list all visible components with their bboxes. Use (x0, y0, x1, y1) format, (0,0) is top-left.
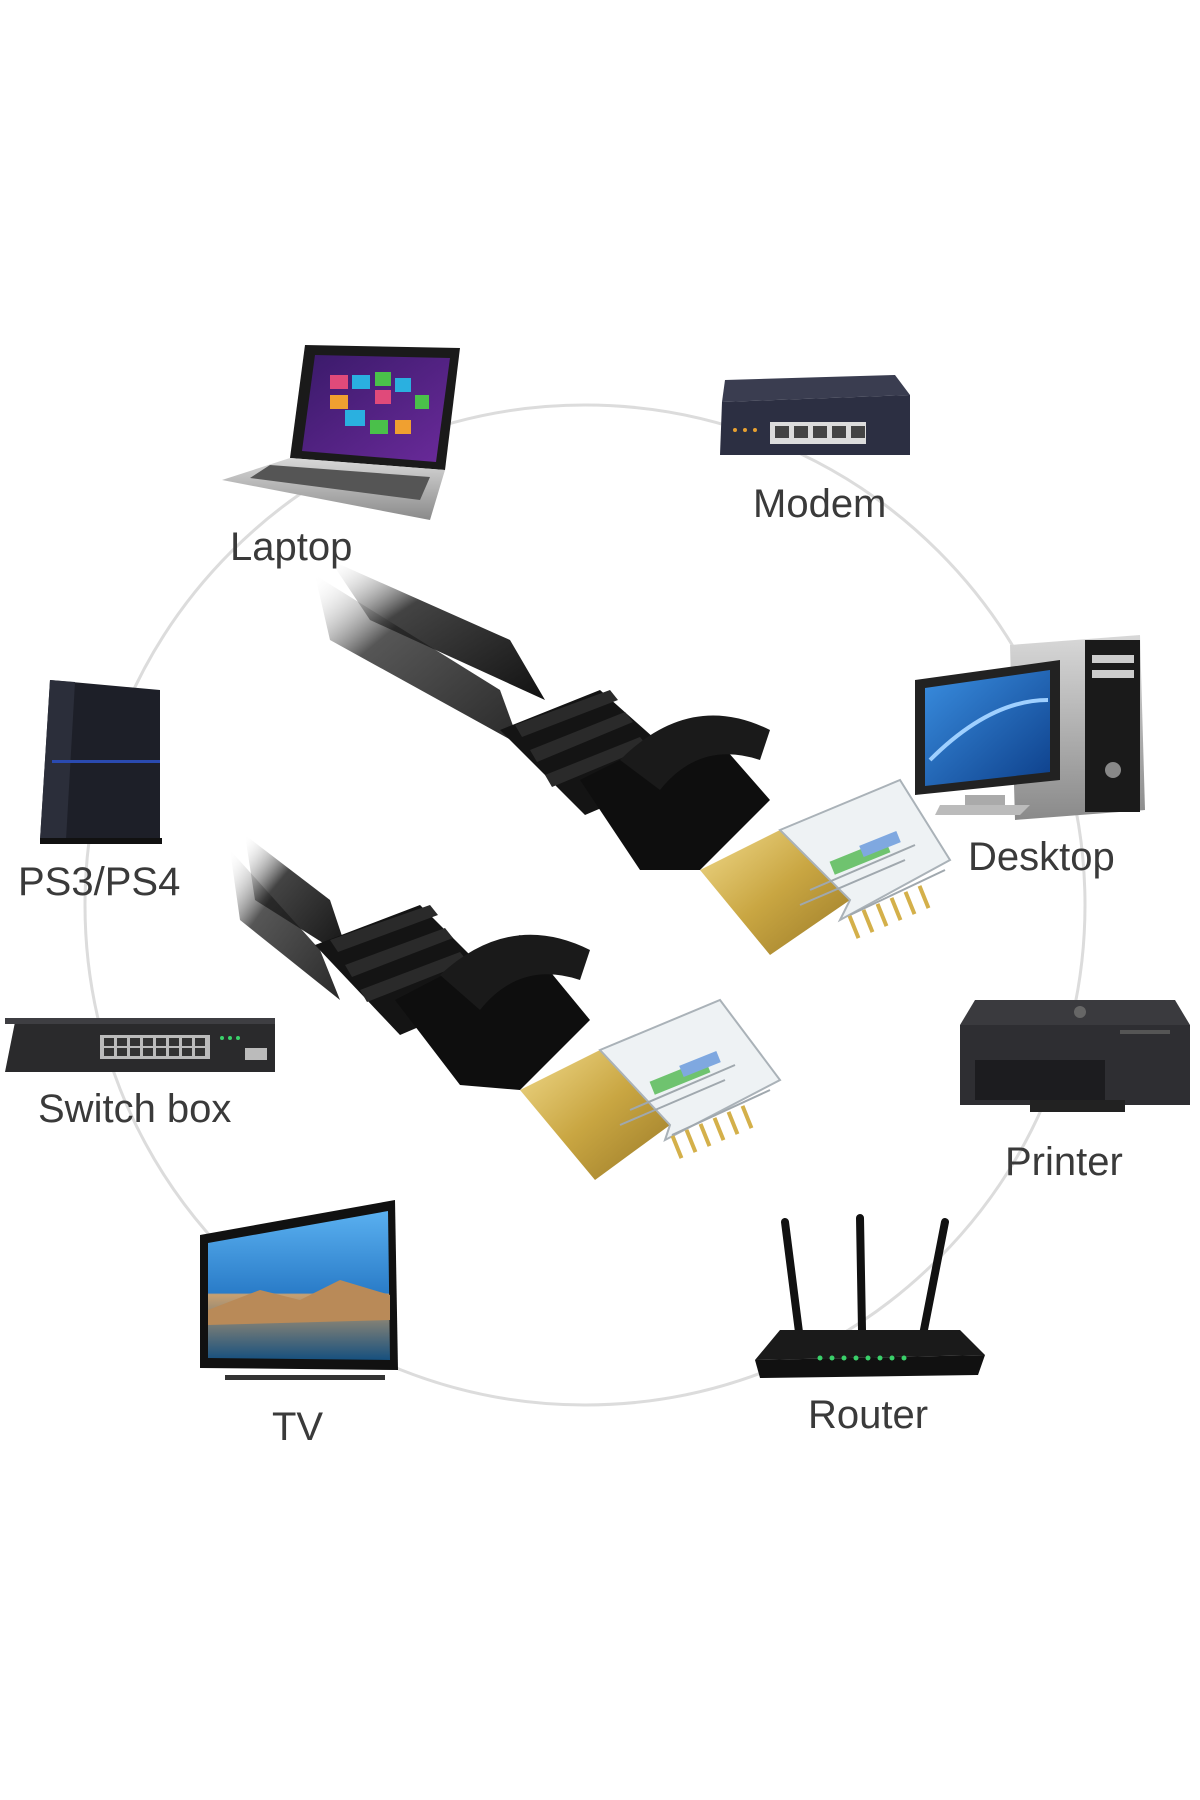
modem-label: Modem (753, 482, 886, 526)
router-label: Router (808, 1393, 928, 1437)
tv-label: TV (272, 1405, 323, 1449)
desktop-computer-icon (915, 635, 1145, 820)
switch-label: Switch box (38, 1087, 231, 1131)
ps-label: PS3/PS4 (18, 860, 180, 904)
laptop-label: Laptop (230, 525, 352, 569)
game-console-icon (40, 680, 162, 844)
lower-connector (315, 905, 782, 1180)
laptop-icon (222, 345, 460, 520)
connection-circle (83, 403, 1087, 1407)
printer-icon (960, 1000, 1190, 1112)
network-switch-icon (5, 1018, 275, 1072)
tv-icon (200, 1200, 398, 1380)
router-icon (755, 1214, 985, 1378)
modem-icon (720, 375, 910, 455)
upper-connector (500, 690, 952, 955)
printer-label: Printer (1005, 1140, 1123, 1184)
ethernet-cable-icon (230, 560, 952, 1180)
desktop-label: Desktop (968, 835, 1115, 879)
